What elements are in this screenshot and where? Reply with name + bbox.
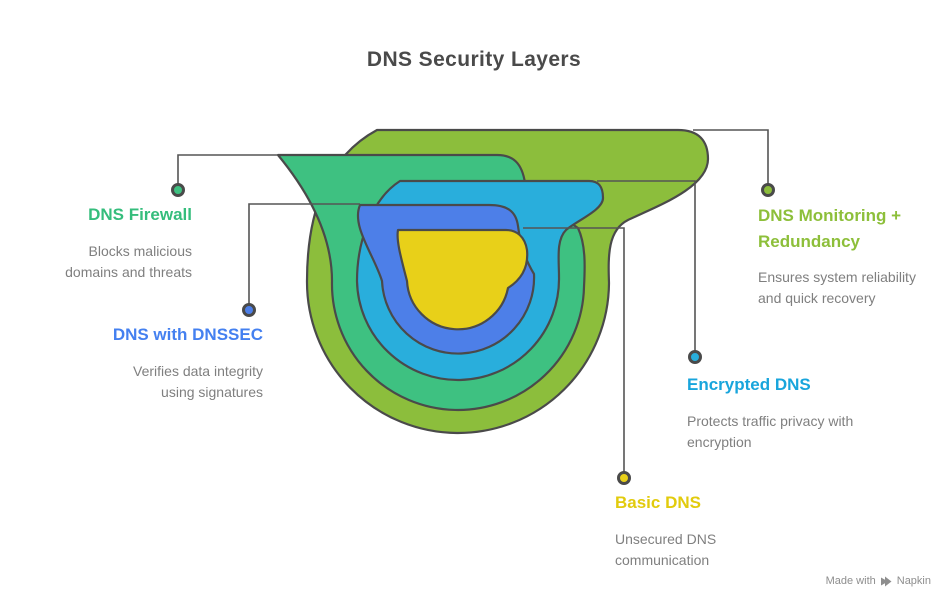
label-description-dns-with-dnssec: Verifies data integrity using signatures bbox=[133, 362, 263, 400]
dot-basic-dns bbox=[617, 471, 631, 485]
label-title-dns-monitoring-redundancy: DNS Monitoring + Redundancy bbox=[758, 206, 902, 251]
watermark-brand: Napkin bbox=[896, 575, 931, 587]
label-basic-dns: Basic DNS Unsecured DNS communication bbox=[615, 490, 760, 571]
dot-dns-firewall bbox=[171, 183, 185, 197]
label-title-dns-firewall: DNS Firewall bbox=[88, 205, 192, 224]
connector-dns-with-dnssec bbox=[248, 203, 360, 310]
watermark-text: Made with bbox=[825, 575, 876, 587]
dot-dns-monitoring-redundancy bbox=[761, 183, 775, 197]
dot-encrypted-dns bbox=[688, 350, 702, 364]
label-dns-firewall: DNS Firewall Blocks malicious domains an… bbox=[42, 202, 192, 283]
napkin-logo-icon bbox=[880, 576, 892, 586]
watermark: Made with Napkin bbox=[826, 575, 931, 587]
label-title-encrypted-dns: Encrypted DNS bbox=[687, 375, 811, 394]
label-description-encrypted-dns: Protects traffic privacy with encryption bbox=[687, 412, 854, 450]
label-description-basic-dns: Unsecured DNS communication bbox=[615, 530, 717, 568]
label-description-dns-monitoring-redundancy: Ensures system reliability and quick rec… bbox=[758, 269, 916, 306]
label-title-basic-dns: Basic DNS bbox=[615, 493, 701, 512]
label-title-dns-with-dnssec: DNS with DNSSEC bbox=[112, 325, 263, 344]
label-encrypted-dns: Encrypted DNS Protects traffic privacy w… bbox=[687, 372, 862, 453]
page-title: DNS Security Layers bbox=[366, 48, 582, 71]
layer-shape-basic-dns bbox=[396, 228, 529, 331]
label-dns-with-dnssec: DNS with DNSSEC Verifies data integrity … bbox=[98, 322, 263, 403]
connector-dns-firewall bbox=[177, 154, 278, 190]
connector-dns-monitoring-redundancy bbox=[693, 129, 769, 190]
label-dns-monitoring-redundancy: DNS Monitoring + Redundancy Ensures syst… bbox=[758, 203, 926, 309]
connector-basic-dns bbox=[523, 227, 625, 478]
connector-encrypted-dns bbox=[597, 180, 696, 357]
dot-dns-with-dnssec bbox=[242, 303, 256, 317]
label-description-dns-firewall: Blocks malicious domains and threats bbox=[65, 242, 192, 280]
